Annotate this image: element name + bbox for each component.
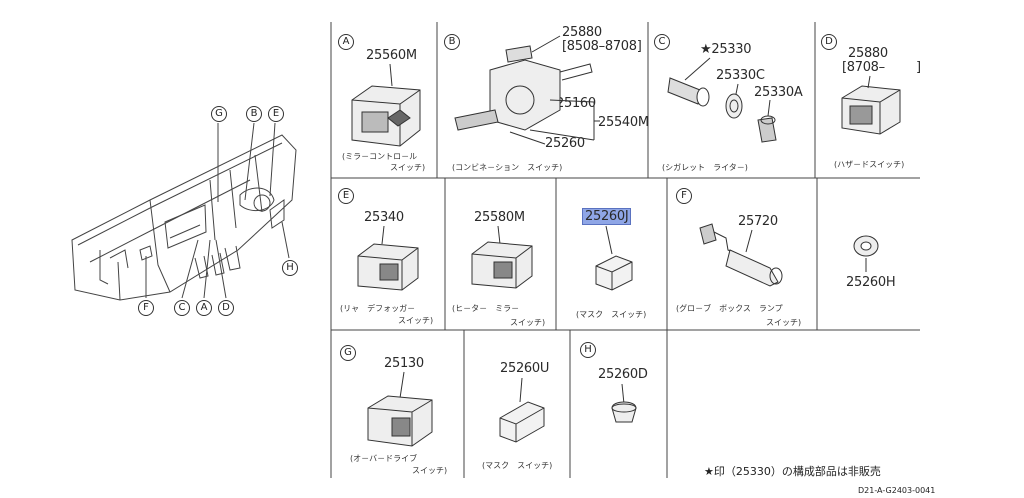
- part-number: 25260H: [846, 275, 896, 290]
- caption-line: (シガレット ライタ－): [662, 163, 748, 172]
- caption-line: (オ－バ－ドライブ: [350, 454, 418, 463]
- caption-line: (マスク スイッチ): [576, 310, 647, 319]
- part-number-highlighted[interactable]: 25260J: [582, 208, 632, 225]
- part-number: 25260U: [500, 361, 550, 376]
- part-number: 25130: [384, 356, 424, 371]
- part-number: 25720: [738, 214, 778, 229]
- callout-c: C: [174, 300, 190, 316]
- part-number: [8708–: [842, 60, 885, 75]
- callout-a: A: [196, 300, 212, 316]
- callout-g: G: [211, 106, 227, 122]
- panel-letter: B: [444, 34, 460, 50]
- part-number: 25160: [556, 96, 596, 111]
- panel-letter: A: [338, 34, 354, 50]
- caption-line: (グロ－ブ ボックス ランプ: [676, 304, 783, 313]
- part-number: 25330C: [716, 68, 765, 83]
- part-number: 25580M: [474, 210, 525, 225]
- part-number: 25540M: [598, 115, 649, 130]
- callout-e: E: [268, 106, 284, 122]
- callout-d: D: [218, 300, 234, 316]
- caption-line: (ミラ－コントロ－ル: [342, 152, 418, 161]
- part-number: 25330A: [754, 85, 803, 100]
- panel-letter: F: [676, 188, 692, 204]
- caption-line: スイッチ): [412, 466, 448, 475]
- panel-letter: D: [821, 34, 837, 50]
- part-number: 25880: [848, 46, 888, 61]
- panel-letter: C: [654, 34, 670, 50]
- part-number: ★25330: [700, 42, 752, 57]
- caption-line: (コンビネ－ション スイッチ): [452, 163, 563, 172]
- panel-letter: H: [580, 342, 596, 358]
- diagram-code: D21-A-G2403-0041: [858, 486, 936, 495]
- part-number: 25880: [562, 25, 602, 40]
- callout-h: H: [282, 260, 298, 276]
- caption-line: (リャ デフォッガ－: [340, 304, 416, 313]
- part-number: 25340: [364, 210, 404, 225]
- footnote: ★印（25330）の構成部品は非販売: [704, 465, 881, 478]
- part-number: 25560M: [366, 48, 417, 63]
- caption-line: (ハザ－ドスイッチ): [834, 160, 905, 169]
- part-number: 25260: [545, 136, 585, 151]
- panel-letter: E: [338, 188, 354, 204]
- panel-letter: G: [340, 345, 356, 361]
- caption-line: スイッチ): [390, 163, 426, 172]
- callout-b: B: [246, 106, 262, 122]
- caption-line: (ヒ－タ－ ミラ－: [452, 304, 520, 313]
- caption-line: スイッチ): [510, 318, 546, 327]
- caption-line: スイッチ): [398, 316, 434, 325]
- part-number: 25260D: [598, 367, 648, 382]
- part-number: ]: [916, 60, 921, 75]
- part-number: [8508–8708]: [562, 39, 642, 54]
- caption-line: (マスク スイッチ): [482, 461, 553, 470]
- callout-f: F: [138, 300, 154, 316]
- caption-line: スイッチ): [766, 318, 802, 327]
